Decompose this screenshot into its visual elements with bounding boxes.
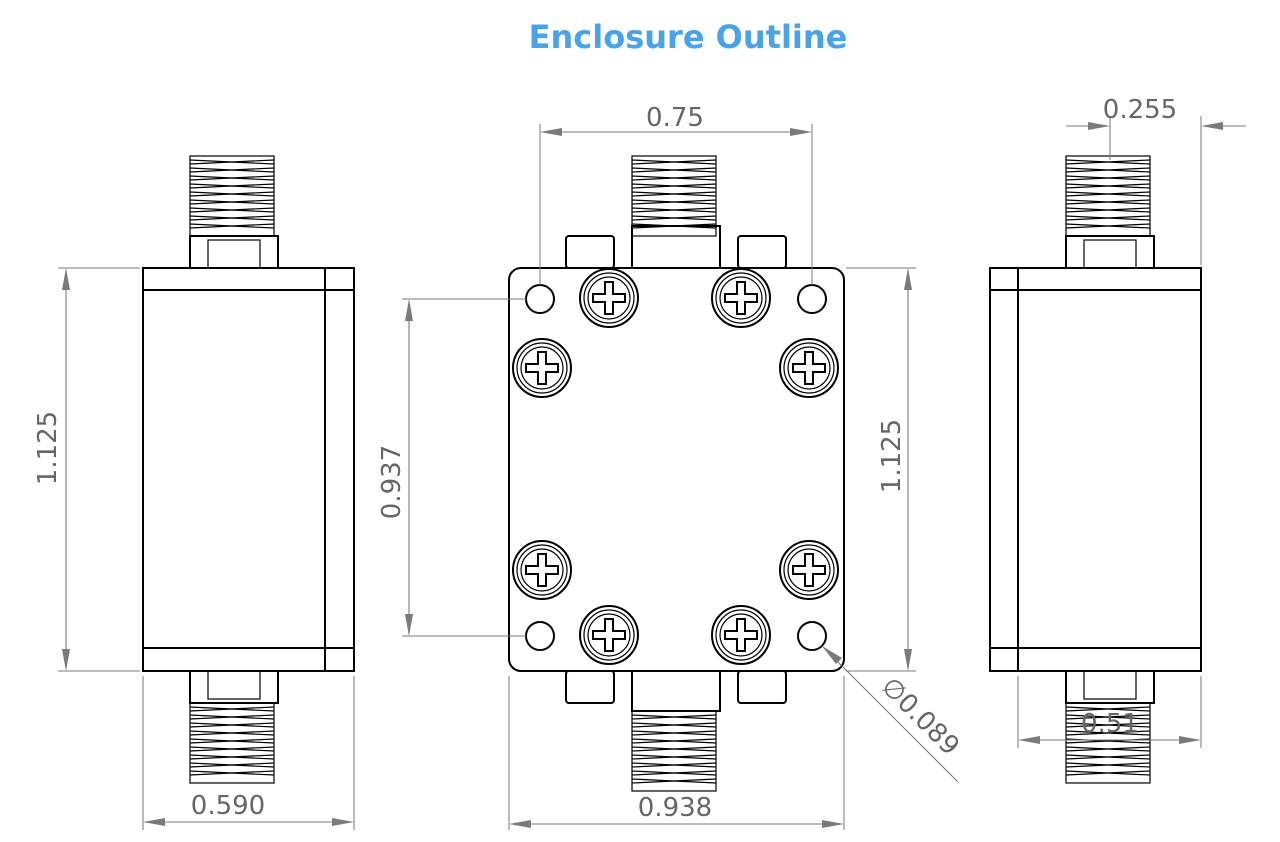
hole-diameter-leader — [821, 645, 959, 783]
front-inner-height-label: 0.937 — [377, 445, 407, 519]
front-top-spacing-label: 0.75 — [646, 103, 704, 133]
right-offset-dimension — [1066, 116, 1246, 265]
right-width-label: 0.51 — [1081, 709, 1139, 739]
right-offset-label: 0.255 — [1103, 95, 1177, 125]
right-side-view — [989, 155, 1202, 784]
left-width-dimension — [142, 676, 355, 830]
mount-hole-top-left — [525, 284, 555, 314]
mount-hole-top-right — [797, 284, 827, 314]
front-view — [508, 155, 845, 792]
mount-hole-bottom-left — [525, 621, 555, 651]
front-height-label: 1.125 — [877, 419, 907, 493]
page-title: Enclosure Outline — [528, 18, 848, 56]
front-width-dimension — [508, 676, 845, 830]
front-top-spacing-dimension — [539, 124, 813, 285]
left-height-label: 1.125 — [33, 411, 63, 485]
front-height-dimension — [846, 267, 916, 672]
left-height-dimension — [58, 267, 140, 672]
left-width-label: 0.590 — [191, 791, 265, 821]
right-width-dimension — [1017, 676, 1202, 748]
hole-diameter-label: ∅0.089 — [875, 672, 965, 762]
left-side-view — [142, 155, 355, 784]
mount-hole-bottom-right — [797, 621, 827, 651]
front-inner-height-dimension — [402, 298, 526, 637]
front-width-label: 0.938 — [638, 793, 712, 823]
